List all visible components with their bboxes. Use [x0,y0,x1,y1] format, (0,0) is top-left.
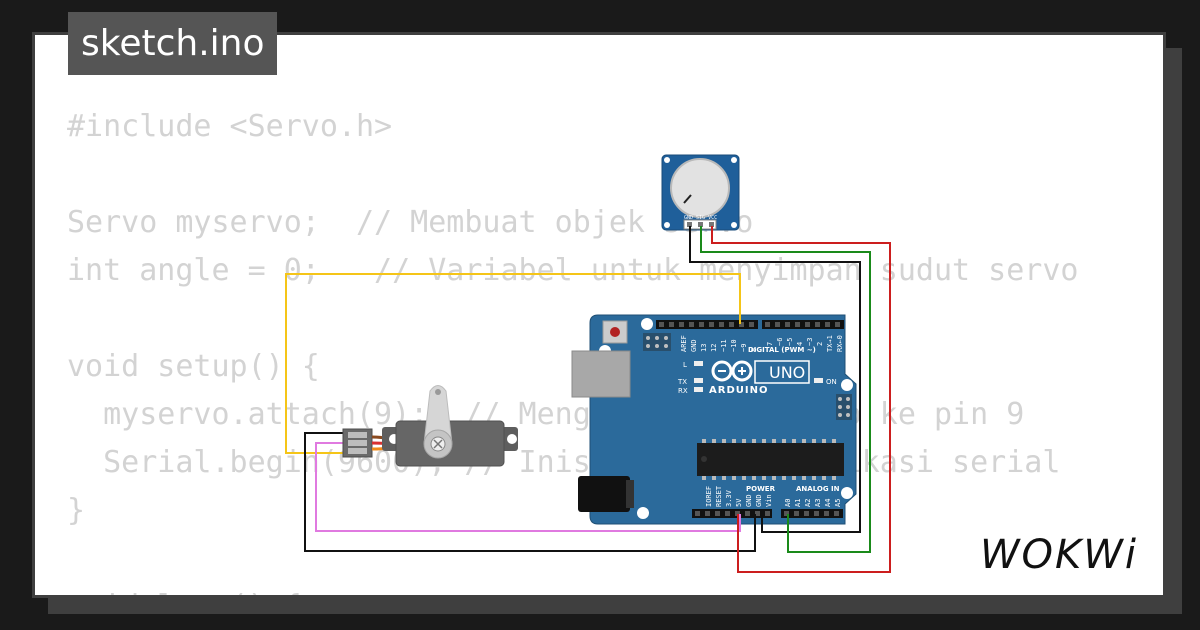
pin-label: ~5 [786,338,794,346]
pin-label: 12 [710,344,718,352]
pin-label: A3 [814,499,822,507]
led-rx [694,387,703,392]
digital-label: DIGITAL (PWM ~) [748,346,816,354]
atmega-chip [697,443,844,476]
pin-label: 8 [750,348,758,352]
pin-label: GND [690,339,698,352]
pin-label: ~6 [776,338,784,346]
pin-label: ~9 [740,344,748,352]
power-header [692,509,772,518]
digital-header-right [762,320,844,329]
code-line: #include <Servo.h> [67,109,393,144]
pin-label: Vin [765,494,773,507]
pin-label: TX→1 [826,335,834,352]
wokwi-logo-text: WOKWi [980,532,1138,576]
pin-label: RX←0 [836,335,844,352]
power-label: POWER [746,485,776,493]
pin-label: GND [755,494,763,507]
pin-label: A0 [784,499,792,507]
code-line: void setup() { [67,349,320,384]
pin-label: A5 [834,499,842,507]
arduino-uno-board[interactable]: AREF GND 13 12 ~11 ~10 ~9 8 7 ~6 ~5 4 ~3… [571,314,857,525]
wire-servo-power[interactable] [315,442,741,532]
led-l-label: L [683,361,687,369]
pin-label: GND [745,494,753,507]
code-line: void loop() { [67,583,1078,595]
pin-label: 2 [816,342,824,346]
wire-servo-ground[interactable] [304,432,756,552]
led-rx-label: RX [678,387,688,395]
led-l [694,361,703,366]
pin-label: 7 [766,342,774,346]
pot-pin-labels: GND SIG VCC [684,215,717,221]
code-line: int angle = 0; // Variabel untuk menyimp… [67,253,1079,288]
wire-pot-signal[interactable] [700,226,871,553]
digital-header-left [656,320,758,329]
file-tab[interactable]: sketch.ino [68,12,278,75]
arduino-infinity-icon [711,360,753,382]
power-jack [578,476,630,512]
pin-label: AREF [680,335,688,352]
pin-label: 13 [700,344,708,352]
pin-label: A2 [804,499,812,507]
wire-power[interactable] [711,226,891,573]
board-model: UNO [769,363,805,382]
led-tx [694,378,703,383]
pin-label: IOREF [705,486,713,507]
pin-label: ~3 [806,338,814,346]
servo-motor[interactable] [342,385,518,467]
pin-label: A1 [794,499,802,507]
usb-connector [571,350,631,398]
analog-label: ANALOG IN [796,485,840,493]
led-on [814,378,823,383]
wire-pot-ground[interactable] [689,226,861,533]
pin-label: 4 [796,342,804,346]
wire-signal[interactable] [285,273,741,454]
potentiometer-knob[interactable] [670,158,730,218]
wokwi-logo[interactable]: WOKWi [978,526,1150,576]
pin-label: ~10 [730,339,738,352]
led-on-label: ON [826,378,837,386]
code-line: } [67,493,86,528]
pin-label: 3.3V [725,489,733,507]
wires [285,226,891,573]
analog-header [781,509,843,518]
board-brand: ARDUINO [709,385,768,396]
led-tx-label: TX [677,378,687,386]
pin-label: 5V [735,498,743,507]
pin-label: A4 [824,499,832,507]
pin-label: ~11 [720,339,728,352]
potentiometer[interactable]: GND SIG VCC [661,154,740,231]
pin-label: RESET [715,485,723,507]
